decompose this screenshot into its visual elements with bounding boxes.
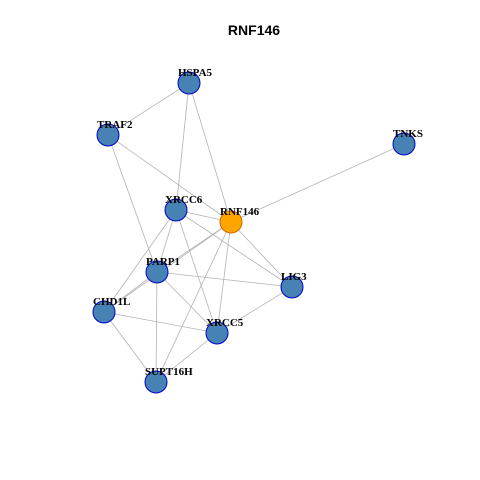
edge-xrcc6-xrcc5 [175,209,218,334]
graph-title: RNF146 [228,22,280,38]
node-label-supt16h: SUPT16H [145,366,193,378]
node-label-xrcc6: XRCC6 [165,194,203,206]
node-traf2: TRAF2 [96,119,133,147]
edge-parp1-lig3 [156,271,293,288]
edge-xrcc6-lig3 [175,209,293,288]
node-xrcc6: XRCC6 [164,194,203,222]
edge-rnf146-chd1l [103,221,232,313]
node-label-hspa5: HSPA5 [178,67,213,79]
node-circle-hspa5 [177,71,201,95]
node-circle-xrcc5 [205,321,229,345]
node-supt16h: SUPT16H [144,366,193,394]
node-lig3: LIG3 [280,271,307,299]
node-circle-traf2 [96,123,120,147]
edge-hspa5-rnf146 [188,82,232,223]
edge-parp1-supt16h [155,271,158,383]
edge-chd1l-supt16h [103,311,157,383]
edge-parp1-xrcc5 [156,271,218,334]
edge-traf2-rnf146 [107,134,232,223]
edge-rnf146-supt16h [155,221,232,383]
node-label-lig3: LIG3 [281,271,307,283]
node-circle-parp1 [145,260,169,284]
edge-chd1l-xrcc5 [103,311,218,334]
node-chd1l: CHD1L [92,296,130,324]
node-tnks: TNKS [392,128,423,156]
node-parp1: PARP1 [145,256,180,284]
node-rnf146: RNF146 [219,206,260,234]
edge-tnks-rnf146 [230,143,405,223]
node-label-chd1l: CHD1L [93,296,130,308]
edge-rnf146-xrcc5 [216,221,232,334]
node-circle-supt16h [144,370,168,394]
node-xrcc5: XRCC5 [205,317,244,345]
edges-layer [103,82,405,383]
node-hspa5: HSPA5 [177,67,213,95]
node-circle-xrcc6 [164,198,188,222]
edge-traf2-parp1 [107,134,158,273]
node-label-traf2: TRAF2 [97,119,133,131]
node-label-tnks: TNKS [393,128,423,140]
edge-lig3-xrcc5 [216,286,293,334]
node-label-rnf146: RNF146 [220,206,260,218]
edge-hspa5-xrcc6 [175,82,190,211]
edge-hspa5-traf2 [107,82,190,136]
node-label-xrcc5: XRCC5 [206,317,244,329]
node-circle-chd1l [92,300,116,324]
node-label-parp1: PARP1 [146,256,180,268]
node-circle-rnf146 [219,210,243,234]
node-circle-tnks [392,132,416,156]
edge-xrcc6-chd1l [103,209,177,313]
edge-rnf146-lig3 [230,221,293,288]
node-circle-lig3 [280,275,304,299]
edge-xrcc5-supt16h [155,332,218,383]
